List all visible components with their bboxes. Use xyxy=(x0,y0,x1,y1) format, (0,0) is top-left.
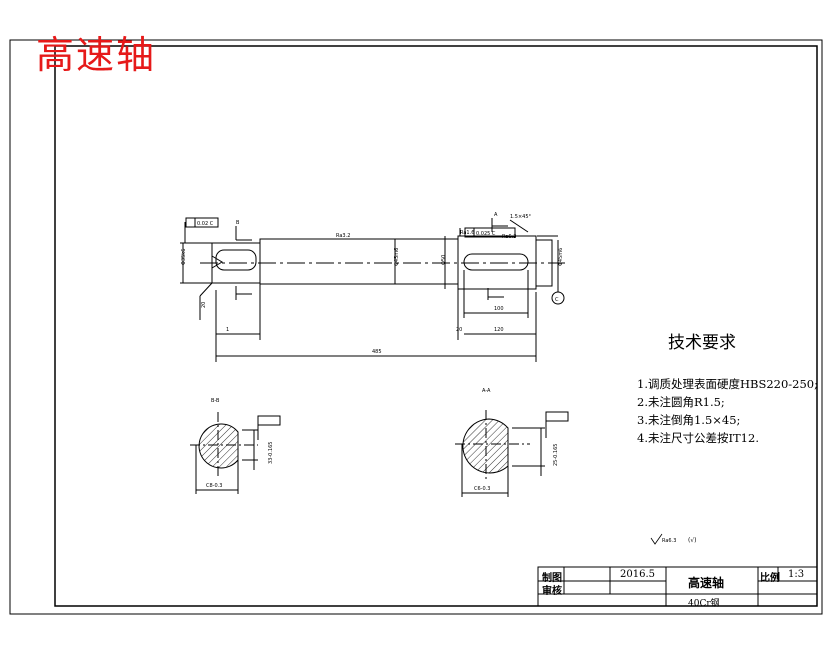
view-a-label: A xyxy=(494,212,498,218)
tb-material: 40Cr钢 xyxy=(688,599,720,609)
roughness-c-text: Ra6.3 xyxy=(502,234,516,240)
roughness-b-text: Ra1.6 xyxy=(460,230,474,236)
roughness-a-text: Ra3.2 xyxy=(336,233,350,239)
dim-key-len-text: 100 xyxy=(494,306,504,312)
tb-drawn-label: 制图 xyxy=(542,573,562,584)
dim-overall-text: 485 xyxy=(372,349,382,355)
section-b-hatch xyxy=(198,423,239,469)
right-keyway xyxy=(463,253,529,271)
tech-req-title: 技术要求 xyxy=(668,333,736,353)
section-a-title: A-A xyxy=(482,388,491,394)
section-b-text: B-B C8-0.3 33-0.165 xyxy=(206,398,274,489)
section-b-width-text: C8-0.3 xyxy=(206,483,222,489)
section-a-hatch xyxy=(462,418,509,474)
dia-end-text: Φ45m6 xyxy=(558,248,564,266)
dia-mid-text: Φ45m6 xyxy=(394,248,400,266)
section-a-depth-text: 25-0.165 xyxy=(553,444,559,466)
section-a-tol-frame xyxy=(545,411,569,422)
tol-frame-left xyxy=(185,217,219,228)
section-a-view xyxy=(455,410,569,497)
section-a-width-text: C6-0.3 xyxy=(474,486,490,492)
dim-left-bottom-text: 20 xyxy=(201,302,207,308)
page-title: 高速轴 xyxy=(36,33,157,77)
section-b-view xyxy=(190,412,281,494)
general-roughness: Ra6.3 (√) xyxy=(650,533,697,545)
tech-req-item-2: 2.未注圆角R1.5; xyxy=(637,395,725,409)
section-a-text: A-A C6-0.3 25-0.165 xyxy=(474,388,559,492)
chamfer-leader xyxy=(509,219,529,233)
left-keyway xyxy=(215,249,257,271)
dim-left-text: 1 xyxy=(226,327,229,333)
dim-right-small-text: 20 xyxy=(456,327,462,333)
section-b-depth-text: 33-0.165 xyxy=(268,442,274,464)
section-b-title: B-B xyxy=(211,398,220,404)
tb-part-name: 高速轴 xyxy=(688,576,725,590)
center-hole xyxy=(211,255,223,269)
dim-right-len-text: 120 xyxy=(494,327,504,333)
tb-scale-label: 比例 xyxy=(760,573,780,584)
chamfer-text: 1.5×45° xyxy=(510,214,532,220)
view-b-label: B xyxy=(236,220,240,226)
tb-scale-value: 1:3 xyxy=(788,569,805,580)
title-block xyxy=(537,566,818,607)
tol-frame-2-text: 0.025 C xyxy=(476,231,496,237)
outer-border xyxy=(9,39,823,615)
general-roughness-value: Ra6.3 xyxy=(662,538,676,544)
shaft-main-view xyxy=(180,217,565,362)
tol-frame-right xyxy=(464,227,516,238)
inner-frame xyxy=(54,45,818,607)
tb-date: 2016.5 xyxy=(620,569,655,580)
general-roughness-paren: (√) xyxy=(688,537,697,544)
shaft-mid-section xyxy=(259,238,459,285)
dia-left-text: Φ35k6 xyxy=(181,249,187,265)
main-view-text: 485 1 20 20 120 100 1.5×45° B A C 0.02 C… xyxy=(181,212,564,355)
tech-req-item-1: 1.调质处理表面硬度HBS220-250; xyxy=(637,377,818,391)
tol-frame-1-text: 0.02 C xyxy=(197,221,214,227)
dia-right-text: Φ50 xyxy=(441,255,447,265)
tb-checked-label: 审核 xyxy=(542,586,562,597)
leader-left-bottom xyxy=(199,282,213,297)
tech-req-item-4: 4.未注尺寸公差按IT12. xyxy=(637,431,759,445)
section-b-tol-frame xyxy=(257,415,281,426)
roughness-symbol-icon xyxy=(650,533,663,545)
datum-c-text: C xyxy=(555,297,559,303)
tech-req-item-3: 3.未注倒角1.5×45; xyxy=(637,413,741,427)
title-block-frame xyxy=(537,566,818,607)
